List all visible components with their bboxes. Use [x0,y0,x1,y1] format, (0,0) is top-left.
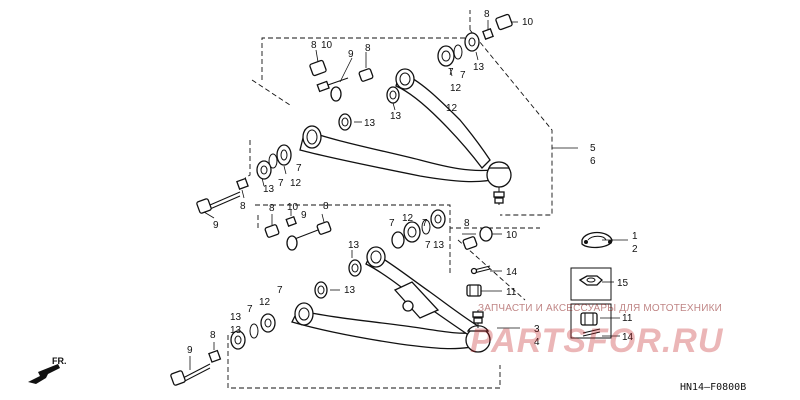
callout: 6 [590,156,596,167]
castle-nut-11-box [570,303,612,339]
lower-control-arm [291,246,491,353]
callout: 13 [390,111,402,122]
callout: 11 [622,313,633,324]
callout: 8 [311,40,317,51]
callout: 13 [348,240,360,251]
callout: 7 [448,67,454,78]
watermark-tagline: ЗАПЧАСТИ И АКСЕССУАРЫ ДЛЯ МОТОТЕХНИКИ [478,303,722,314]
callout: 9 [213,220,219,231]
callout: 3 [534,324,540,335]
callout: 8 [269,203,275,214]
callout: 8 [240,201,246,212]
callout: 12 [450,83,462,94]
upper-pivot-parts-front [309,59,400,131]
lower-pivot-parts-rear [170,209,493,386]
callout: 12 [259,297,271,308]
callout: 5 [590,143,596,154]
callout: 8 [323,201,329,212]
callout: 7 [277,285,283,296]
callout: 7 [422,218,428,229]
callout: 12 [446,103,458,114]
callout: 8 [484,9,490,20]
lower-pivot-parts-front [264,215,362,299]
callout: 7 [425,240,431,251]
direction-label: FR. [52,356,67,366]
callout: 12 [290,178,302,189]
callout: 13 [230,312,242,323]
callout: 8 [464,218,470,229]
upper-pivot-parts-rear [196,13,513,214]
callout: 10 [287,202,299,213]
lower-arm-assembly-outline [227,204,540,389]
watermark-brand: PARTSFOR.RU [470,322,724,360]
castle-nut-and-pin [466,265,491,297]
callout: 13 [230,325,242,336]
upper-control-arm [299,68,512,205]
front-direction-arrow: FR. [28,356,67,384]
callout: 13 [473,62,485,73]
callout: 8 [210,330,216,341]
nut-15-box [570,267,612,301]
callout: 14 [506,267,518,278]
callout: 9 [301,210,307,221]
callout: 7 [247,304,253,315]
callout: 13 [433,240,445,251]
callout: 10 [522,17,534,28]
callout-numbers: 8 10 9 8 7 12 13 13 7 12 13 13 7 12 7 8 … [187,9,638,356]
callout: 10 [321,40,333,51]
leader-lines [189,20,628,370]
callout: 7 [278,178,284,189]
watermark: ЗАПЧАСТИ И АКСЕССУАРЫ ДЛЯ МОТОТЕХНИКИ PA… [470,303,724,360]
callout: 9 [348,49,354,60]
callout: 7 [296,163,302,174]
callout: 12 [402,213,414,224]
callout: 10 [506,230,518,241]
callout: 13 [364,118,376,129]
diagram-code: HN14—F0800B [680,382,746,393]
callout: 11 [506,287,517,298]
callout: 7 [389,218,395,229]
callout: 13 [263,184,275,195]
callout: 8 [365,43,371,54]
callout: 7 [460,70,466,81]
callout: 14 [622,332,634,343]
callout: 1 [632,231,638,242]
callout: 4 [534,337,540,348]
callout: 13 [344,285,356,296]
callout: 9 [187,345,193,356]
callout: 2 [632,244,638,255]
callout: 15 [617,278,629,289]
